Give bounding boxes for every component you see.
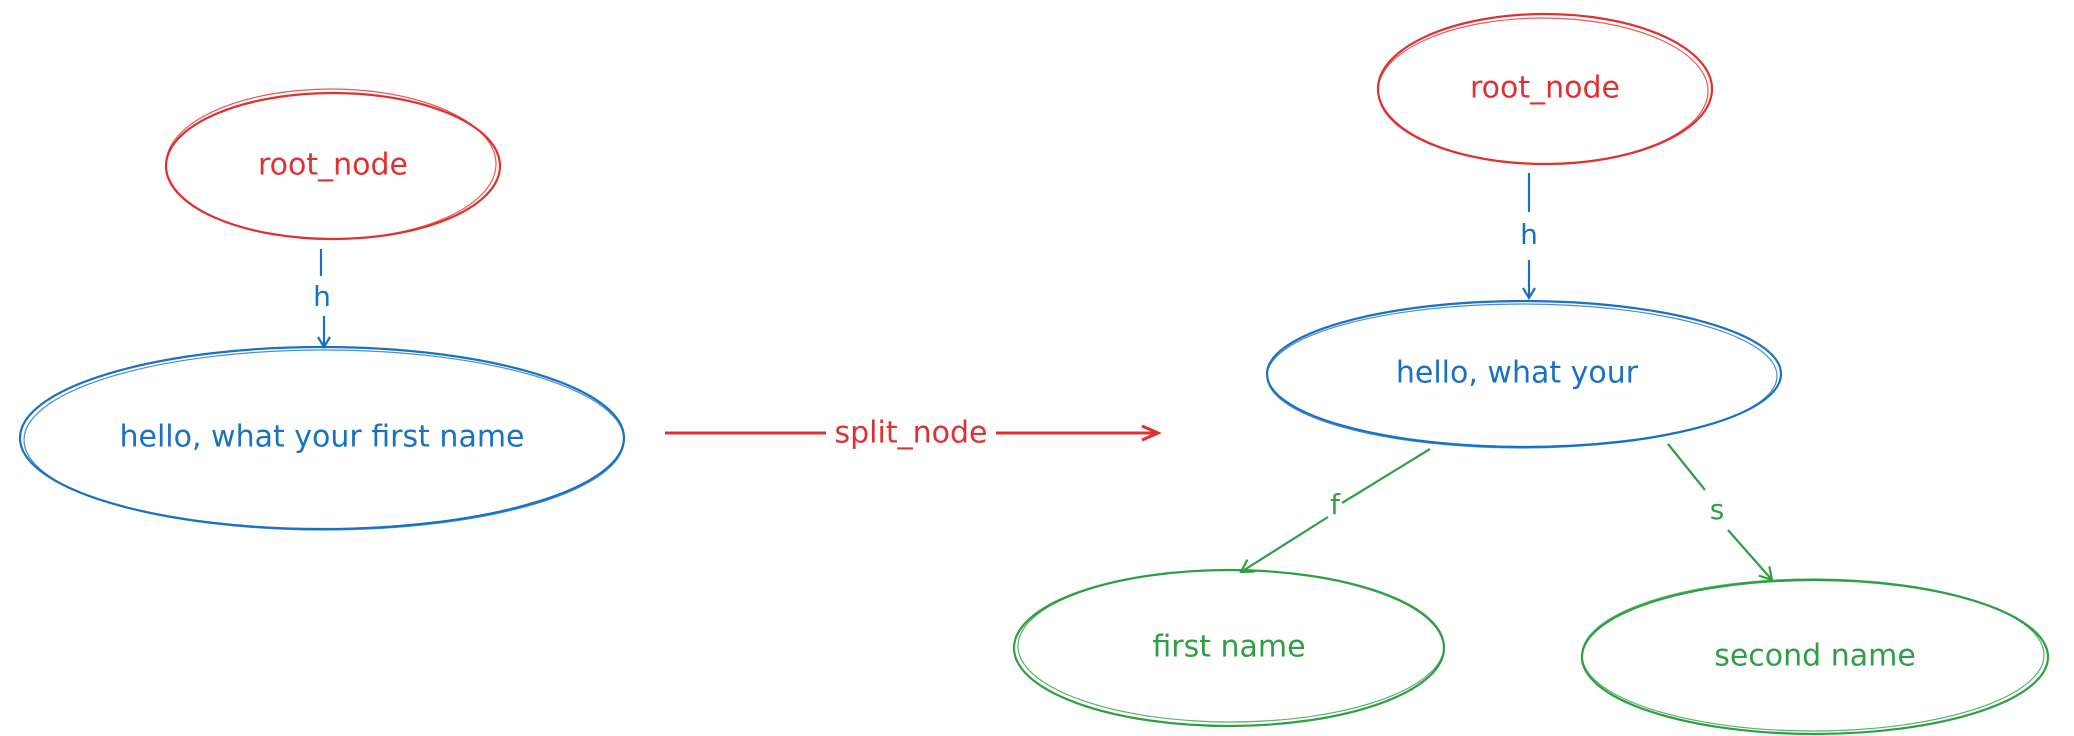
right-edge-mid-to-second-bottom: [1727, 529, 1774, 582]
right-second-child-node-sketch: [1581, 578, 2045, 732]
right-root-node-sketch: [1377, 17, 1709, 165]
right-edge-root-label: h: [1520, 218, 1538, 251]
left-root-label: root_node: [258, 148, 408, 183]
right-first-child-node-sketch: [1017, 569, 1445, 723]
right-tree: root_node h hello, what your f s first n…: [1012, 12, 2050, 736]
split-operation-label: split_node: [835, 416, 988, 451]
right-edge-second-label: s: [1710, 493, 1725, 526]
right-edge-mid-to-second-top: [1667, 443, 1706, 491]
right-first-child-label: first name: [1152, 630, 1305, 665]
left-edge-label: h: [313, 280, 331, 313]
right-edge-first-label: f: [1330, 488, 1341, 521]
right-second-child-label: second name: [1714, 639, 1916, 674]
split-operation: split_node: [665, 416, 1158, 451]
left-root-node-sketch: [165, 88, 497, 240]
right-edge-mid-to-first-bottom: [1239, 516, 1329, 574]
left-tree: root_node h hello, what your first name: [18, 88, 626, 531]
right-edge-mid-to-first-top: [1341, 448, 1431, 504]
right-mid-label: hello, what your: [1396, 356, 1639, 391]
left-child-node-sketch: [23, 349, 625, 531]
right-mid-node-sketch: [1266, 303, 1778, 449]
left-child-label: hello, what your first name: [119, 420, 524, 455]
right-root-label: root_node: [1470, 71, 1620, 106]
